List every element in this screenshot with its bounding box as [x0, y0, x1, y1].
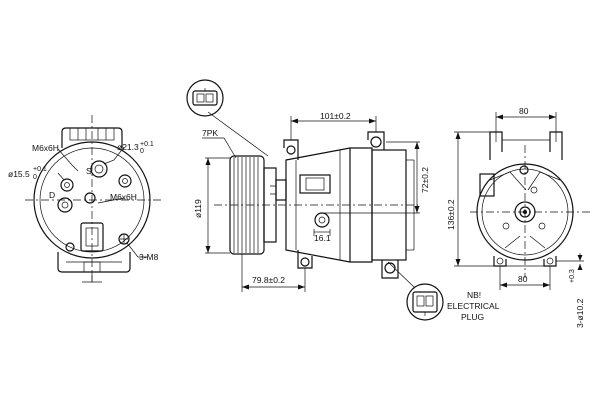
rear-valve-plate-ribs [489, 171, 561, 249]
front-center-bolt [84, 192, 96, 204]
leader-m6x6h-top [57, 148, 79, 172]
rear-view: 80 80 136±0. [446, 106, 590, 328]
label-3-m8: 3-M8 [139, 252, 159, 262]
suction-port [90, 160, 108, 178]
label-nb: NB! [467, 290, 481, 300]
front-connector-boss [80, 222, 104, 252]
leader-7pk [202, 137, 237, 159]
front-view: M6x6H ø21.3 +0.1 0 ø15.5 +0.1 0 M6x6H S … [8, 115, 162, 283]
leader-top-connector [207, 111, 269, 157]
label-plug: PLUG [461, 312, 484, 322]
label-101: 101±0.2 [320, 111, 351, 121]
rear-bottom-lug-left [493, 256, 507, 267]
label-dia-21-3: ø21.3 [117, 142, 139, 152]
label-80-bottom: 80 [518, 274, 528, 284]
label-dia-21-3-tol-lower: 0 [140, 148, 144, 155]
label-16-1: 16.1 [314, 233, 331, 243]
front-bolt-lower-left [65, 242, 75, 252]
label-136: 136±0.2 [446, 199, 456, 230]
rear-top-lug-right [549, 131, 563, 160]
leader-m6x6h-mid [97, 197, 125, 204]
label-3-dia-10: 3-ø10.2 [575, 298, 585, 328]
rear-body-outline [476, 163, 574, 261]
leader-3-m8 [126, 242, 148, 258]
leader-dia-15-5 [57, 172, 65, 181]
rear-side-boss [479, 173, 495, 197]
electrical-plug-detail: NB! ELECTRICAL PLUG [387, 261, 500, 322]
label-72: 72±0.2 [420, 167, 430, 193]
front-boss-left [60, 178, 74, 192]
label-7pk: 7PK [202, 128, 218, 138]
label-dia-119: ø119 [193, 199, 203, 218]
label-79-8: 79.8±0.2 [252, 275, 285, 285]
clutch-coil [263, 167, 277, 243]
label-dia-21-3-tol-upper: +0.1 [140, 141, 154, 148]
leader-dia-21-3 [103, 146, 125, 165]
label-80-top: 80 [519, 106, 529, 116]
label-dia-15-5-tol-upper: +0.1 [33, 166, 47, 173]
side-upper-boss [299, 174, 331, 194]
rear-hub [514, 201, 536, 223]
front-top-ear-slot [69, 127, 115, 141]
front-boss-right [118, 174, 132, 188]
label-dia-15-5-tol-lower: 0 [33, 174, 37, 181]
label-electrical: ELECTRICAL [447, 301, 500, 311]
side-bottom-lug-rear [381, 260, 399, 279]
label-m6x6h-top: M6x6H [32, 143, 59, 153]
leader-electrical-plug [387, 261, 416, 289]
front-body-outline [33, 141, 151, 259]
clutch-connector [275, 179, 287, 201]
label-discharge-d: D [49, 190, 55, 200]
label-m6x6h-mid: M6x6H [110, 192, 137, 202]
front-bolt-lower-right [118, 233, 130, 245]
side-lower-boss [314, 212, 330, 228]
plug-detail-circle [406, 283, 444, 321]
top-connector-detail [186, 79, 224, 117]
rear-head [371, 149, 407, 261]
rear-top-lug-left [489, 131, 503, 160]
label-dia-15-5: ø15.5 [8, 169, 30, 179]
rear-bottom-lug-right [543, 256, 557, 267]
side-top-lug-front [283, 139, 299, 160]
side-view: ø119 7PK 16.1 [186, 79, 430, 292]
discharge-port [57, 197, 73, 213]
label-suction-s: S [86, 166, 92, 176]
label-3-dia-10-tol: +0.3 [569, 269, 576, 283]
